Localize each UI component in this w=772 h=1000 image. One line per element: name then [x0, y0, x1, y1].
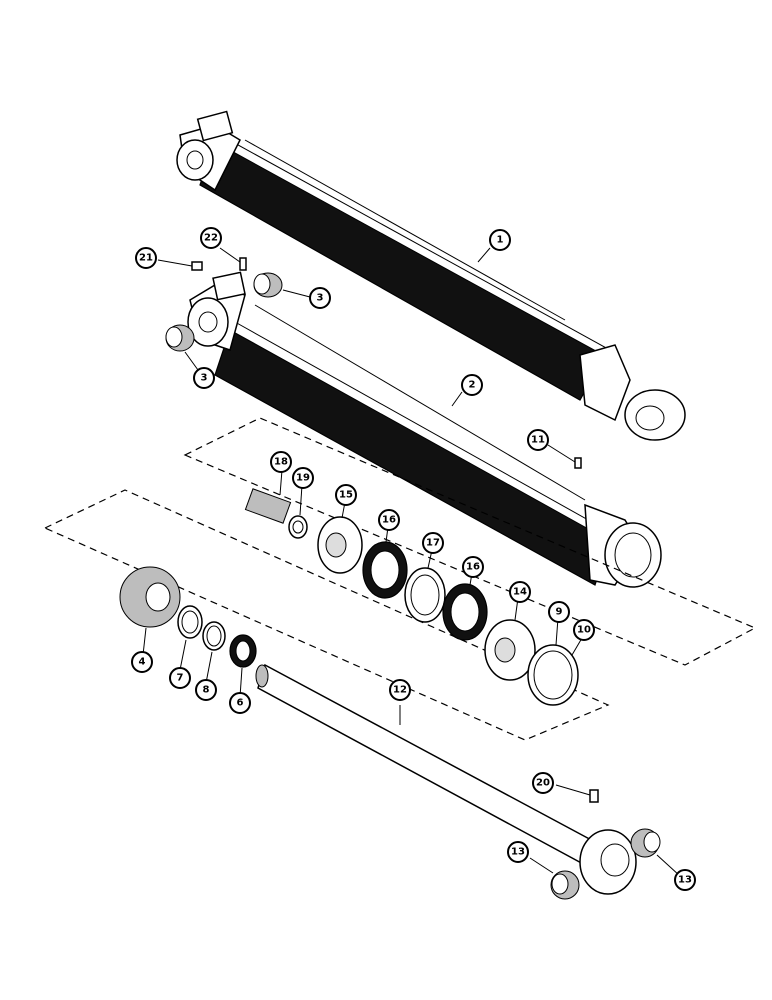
piston-15 — [317, 516, 363, 574]
head-kit-boundary — [43, 489, 610, 741]
callout-6: 6 — [229, 692, 251, 714]
svg-text:16: 16 — [466, 562, 480, 573]
callout-3b: 3 — [193, 367, 215, 389]
bolt-18 — [244, 488, 292, 524]
callout-11: 11 — [527, 429, 549, 451]
head-4 — [119, 566, 181, 628]
piston-14 — [484, 619, 536, 681]
svg-text:13: 13 — [678, 875, 692, 886]
svg-text:13: 13 — [511, 847, 525, 858]
callout-4: 4 — [131, 651, 153, 673]
svg-text:20: 20 — [536, 778, 550, 789]
callout-1: 1 — [489, 229, 511, 251]
callout-3a: 3 — [309, 287, 331, 309]
callout-9: 9 — [548, 601, 570, 623]
svg-text:18: 18 — [274, 457, 288, 468]
svg-text:1: 1 — [497, 235, 504, 246]
leader-10 — [571, 637, 583, 656]
callout-19: 19 — [292, 467, 314, 489]
svg-text:12: 12 — [393, 685, 407, 696]
leader-11 — [547, 444, 576, 463]
svg-text:6: 6 — [237, 698, 244, 709]
callout-13a: 13 — [507, 841, 529, 863]
svg-text:15: 15 — [339, 490, 353, 501]
leader-13a — [529, 857, 554, 874]
fitting-20 — [589, 789, 599, 803]
svg-text:17: 17 — [426, 538, 440, 549]
svg-text:8: 8 — [203, 685, 210, 696]
leader-3a — [282, 289, 311, 298]
callout-14: 14 — [509, 581, 531, 603]
bushing-lower — [165, 324, 195, 352]
bushing-upper — [253, 272, 283, 298]
leader-2 — [451, 391, 463, 407]
svg-text:16: 16 — [382, 515, 396, 526]
svg-text:14: 14 — [513, 587, 527, 598]
callout-12: 12 — [389, 679, 411, 701]
svg-text:10: 10 — [577, 625, 591, 636]
callout-16b: 16 — [462, 556, 484, 578]
callout-20: 20 — [532, 772, 554, 794]
callout-17: 17 — [422, 532, 444, 554]
cylinder-barrel — [187, 271, 662, 588]
svg-text:9: 9 — [556, 607, 563, 618]
piston-rod — [255, 663, 637, 895]
callout-8: 8 — [195, 679, 217, 701]
leader-1 — [477, 247, 491, 263]
callout-15: 15 — [335, 484, 357, 506]
leader-4 — [142, 627, 147, 656]
grease-fitting-22 — [239, 257, 247, 271]
svg-text:22: 22 — [204, 233, 218, 244]
callout-10: 10 — [573, 619, 595, 641]
svg-text:7: 7 — [177, 673, 184, 684]
svg-text:4: 4 — [139, 657, 146, 668]
leader-19 — [299, 484, 303, 516]
ring-17 — [404, 567, 446, 623]
seal-9-10 — [527, 644, 579, 706]
svg-text:3: 3 — [317, 293, 324, 304]
leader-13b — [656, 854, 681, 877]
callout-21: 21 — [135, 247, 157, 269]
svg-text:19: 19 — [296, 473, 310, 484]
wiper-6 — [229, 634, 257, 668]
bushing-13-right — [630, 828, 661, 858]
callout-16a: 16 — [378, 509, 400, 531]
seal-16-a — [362, 541, 408, 599]
leader-20 — [555, 784, 591, 796]
leader-3b — [184, 351, 199, 371]
assembled-cylinder — [176, 110, 686, 441]
bushing-13-left — [550, 870, 580, 900]
ring-8 — [202, 621, 226, 651]
svg-text:3: 3 — [201, 373, 208, 384]
callout-22: 22 — [200, 227, 222, 249]
leader-18 — [279, 469, 283, 496]
fitting-11 — [574, 457, 582, 469]
svg-text:21: 21 — [139, 253, 153, 264]
leader-8 — [205, 651, 213, 684]
callout-13b: 13 — [674, 869, 696, 891]
leader-22 — [219, 247, 241, 263]
leader-21 — [157, 259, 193, 267]
svg-text:2: 2 — [469, 380, 476, 391]
callout-18: 18 — [270, 451, 292, 473]
svg-text:11: 11 — [531, 435, 545, 446]
callout-7: 7 — [169, 667, 191, 689]
seal-16-b — [442, 583, 488, 641]
leader-7 — [179, 639, 187, 671]
washer-19 — [288, 515, 308, 539]
callout-2: 2 — [461, 374, 483, 396]
ring-7 — [177, 605, 203, 639]
grease-fitting-21 — [191, 261, 203, 271]
